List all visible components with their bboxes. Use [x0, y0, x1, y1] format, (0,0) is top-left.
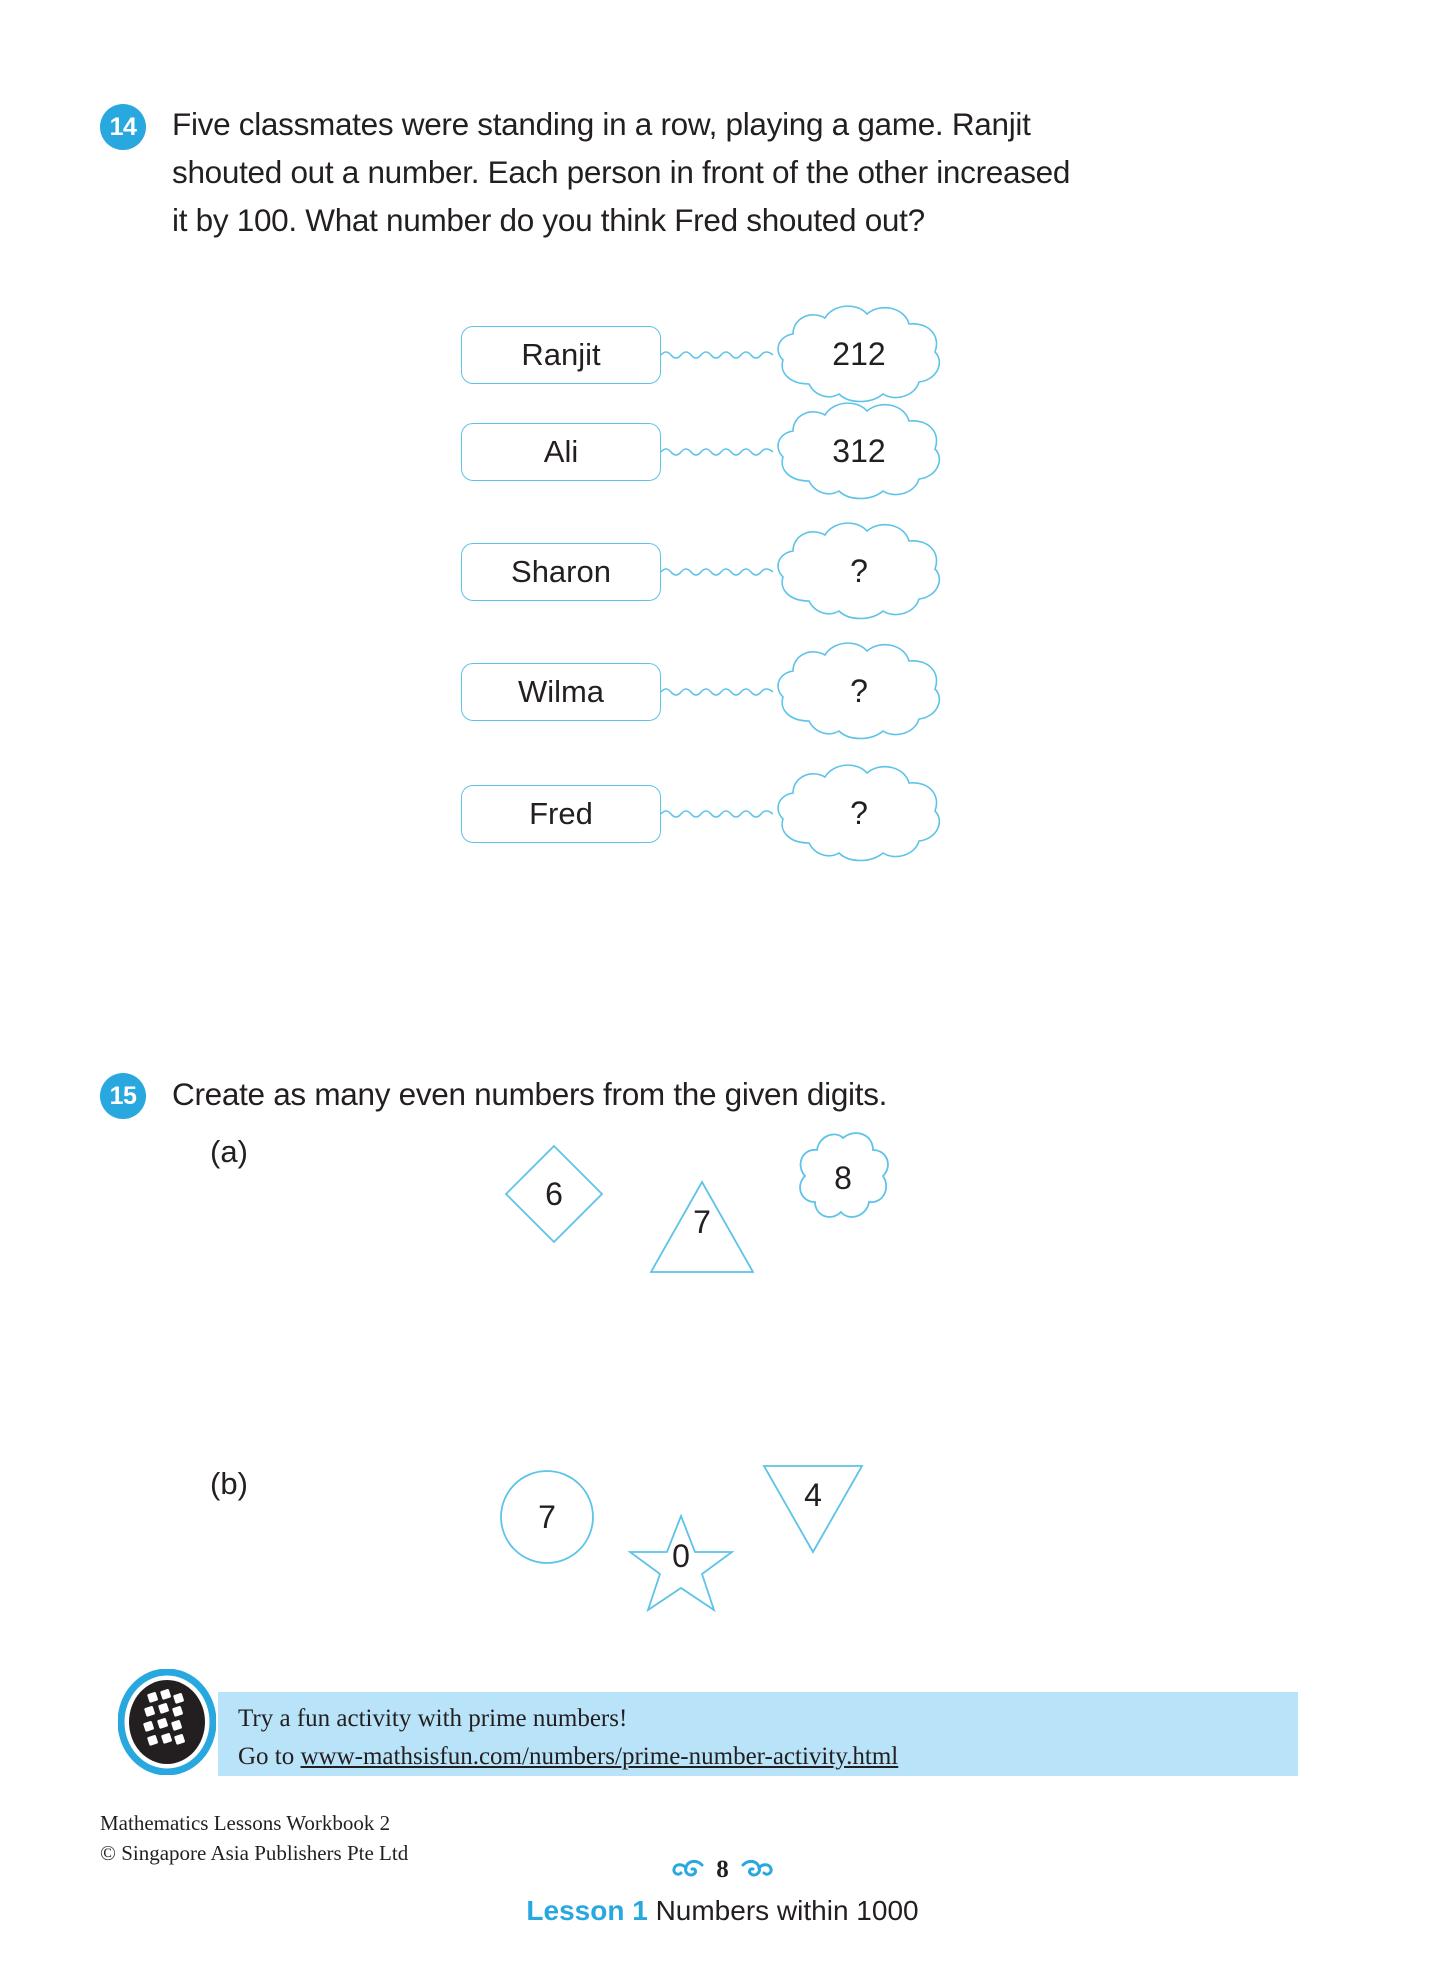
- shape-star-b: 0: [628, 1512, 734, 1614]
- swirl-left-icon: [672, 1859, 704, 1881]
- footer-lesson-tag: Lesson 1: [526, 1895, 648, 1926]
- question-15-part-a-label: (a): [210, 1134, 248, 1169]
- shape-circle-b: 7: [497, 1467, 597, 1567]
- activity-text: Try a fun activity with prime numbers! G…: [238, 1700, 1278, 1776]
- footer-lesson-line: Lesson 1 Numbers within 1000: [0, 1895, 1445, 1927]
- cloud-value-sharon: ?: [850, 552, 868, 589]
- thought-cloud-1: 212: [773, 300, 945, 404]
- squiggle-connector-3: [660, 564, 774, 580]
- question-15-part-b-label: (b): [210, 1466, 248, 1501]
- question-15-prompt: Create as many even numbers from the giv…: [172, 1076, 888, 1112]
- name-box-sharon: Sharon: [461, 543, 661, 601]
- name-box-fred: Fred: [461, 785, 661, 843]
- page-number: 8: [716, 1856, 729, 1883]
- thought-cloud-2: 312: [773, 397, 945, 501]
- squiggle-connector-1: [660, 347, 774, 363]
- shape-triangle-down-b: 4: [760, 1462, 866, 1556]
- page-number-block: 8: [0, 1856, 1445, 1884]
- name-box-ali: Ali: [461, 423, 661, 481]
- shape-digit-b-2: 0: [672, 1538, 690, 1574]
- footer-credits: Mathematics Lessons Workbook 2 © Singapo…: [100, 1808, 408, 1868]
- question-14-line-2: shouted out a number. Each person in fro…: [172, 154, 1071, 190]
- cloud-value-ranjit: 212: [832, 335, 886, 372]
- question-14-text: Five classmates were standing in a row, …: [172, 100, 1082, 244]
- activity-link[interactable]: www-mathsisfun.com/numbers/prime-number-…: [300, 1743, 899, 1770]
- shape-digit-a-2: 7: [693, 1204, 711, 1240]
- computer-mouse-icon: [117, 1668, 217, 1776]
- question-14-line-3: it by 100. What number do you think Fred…: [172, 202, 925, 238]
- shape-digit-b-3: 4: [804, 1476, 822, 1513]
- squiggle-connector-4: [660, 684, 774, 700]
- shape-flower-a: 8: [795, 1130, 891, 1226]
- shape-digit-a-1: 6: [545, 1175, 563, 1212]
- shape-digit-a-3: 8: [834, 1159, 852, 1196]
- shape-triangle-up-a: 7: [647, 1178, 757, 1276]
- activity-banner: [218, 1692, 1298, 1776]
- cloud-value-wilma: ?: [850, 672, 868, 709]
- footer-workbook-title: Mathematics Lessons Workbook 2: [100, 1811, 391, 1835]
- name-box-ranjit: Ranjit: [461, 326, 661, 384]
- thought-cloud-5: ?: [773, 759, 945, 863]
- name-box-wilma: Wilma: [461, 663, 661, 721]
- shape-digit-b-1: 7: [538, 1498, 556, 1535]
- cloud-value-ali: 312: [832, 432, 886, 469]
- activity-line-1: Try a fun activity with prime numbers!: [238, 1705, 628, 1732]
- thought-cloud-4: ?: [773, 637, 945, 741]
- footer-lesson-title: Numbers within 1000: [655, 1895, 919, 1926]
- question-number-badge-15: 15: [100, 1073, 146, 1119]
- footer-copyright: © Singapore Asia Publishers Pte Ltd: [100, 1841, 409, 1865]
- shape-diamond-a: 6: [500, 1140, 608, 1248]
- question-14-line-1: Five classmates were standing in a row, …: [172, 106, 1031, 142]
- activity-goto-prefix: Go to: [238, 1743, 301, 1770]
- activity-line-2: Go to www-mathsisfun.com/numbers/prime-n…: [238, 1738, 1278, 1776]
- question-number-badge-14: 14: [100, 104, 146, 150]
- cloud-value-fred: ?: [850, 794, 868, 831]
- thought-cloud-3: ?: [773, 517, 945, 621]
- squiggle-connector-2: [660, 444, 774, 460]
- swirl-right-icon: [741, 1859, 773, 1881]
- squiggle-connector-5: [660, 806, 774, 822]
